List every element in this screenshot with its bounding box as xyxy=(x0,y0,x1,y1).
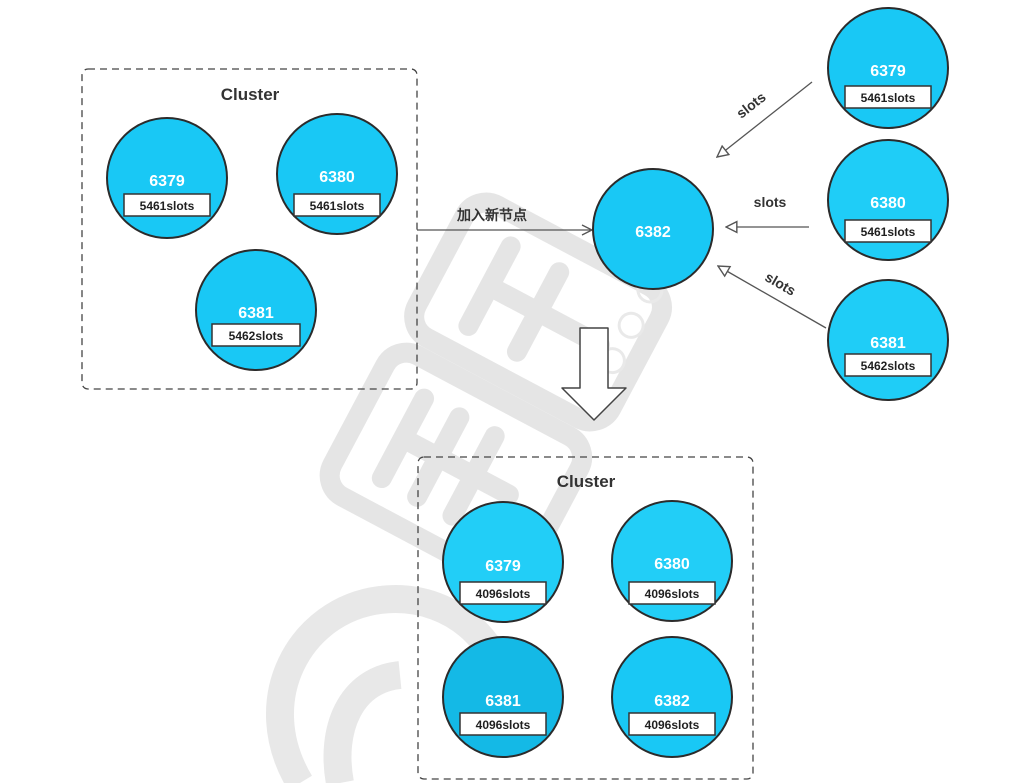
top-node-6379: 6379 5461slots xyxy=(106,117,228,239)
node-port-label: 6382 xyxy=(635,224,671,241)
node-port-label: 6379 xyxy=(149,173,185,190)
result-down-arrow xyxy=(561,327,627,421)
top-node-6381: 6381 5462slots xyxy=(195,249,317,371)
slots-arrow-label: slots xyxy=(733,89,769,122)
node-port-label: 6381 xyxy=(485,693,521,710)
node-port-label: 6381 xyxy=(238,305,274,322)
node-slots-label: 5461slots xyxy=(861,91,916,105)
node-port-label: 6379 xyxy=(485,558,521,575)
node-port-label: 6379 xyxy=(870,63,906,80)
node-slots-label: 4096slots xyxy=(476,587,531,601)
node-slots-label: 5462slots xyxy=(861,359,916,373)
bottom-cluster-box xyxy=(417,456,754,780)
node-port-label: 6382 xyxy=(654,693,690,710)
node-slots-label: 5461slots xyxy=(861,225,916,239)
bottom-node-6381: 6381 4096slots xyxy=(442,636,564,758)
node-slots-label: 5461slots xyxy=(140,199,195,213)
node-port-label: 6380 xyxy=(654,556,690,573)
node-slots-label: 4096slots xyxy=(476,718,531,732)
top-cluster-title: Cluster xyxy=(221,85,280,104)
node-port-label: 6381 xyxy=(870,335,906,352)
node-slots-label: 4096slots xyxy=(645,718,700,732)
bottom-cluster-title: Cluster xyxy=(557,472,616,491)
source-node-6379: 6379 5461slots xyxy=(827,7,949,129)
source-node-6381: 6381 5462slots xyxy=(827,279,949,401)
node-port-label: 6380 xyxy=(319,169,355,186)
node-slots-label: 5462slots xyxy=(229,329,284,343)
slots-arrow-from-6379 xyxy=(717,81,813,157)
new-node-6382: 6382 xyxy=(592,168,714,290)
node-port-label: 6380 xyxy=(870,195,906,212)
node-slots-label: 4096slots xyxy=(645,587,700,601)
bottom-node-6379: 6379 4096slots xyxy=(442,501,564,623)
top-node-6380: 6380 5461slots xyxy=(276,113,398,235)
source-node-6380: 6380 5461slots xyxy=(827,139,949,261)
slots-arrow-label: slots xyxy=(754,194,787,210)
node-slots-label: 5461slots xyxy=(310,199,365,213)
bottom-node-6382: 6382 4096slots xyxy=(611,636,733,758)
bottom-node-6380: 6380 4096slots xyxy=(611,500,733,622)
add-node-label: 加入新节点 xyxy=(456,207,527,223)
slots-arrow-from-6381 xyxy=(718,266,827,329)
top-cluster-box xyxy=(81,68,418,390)
